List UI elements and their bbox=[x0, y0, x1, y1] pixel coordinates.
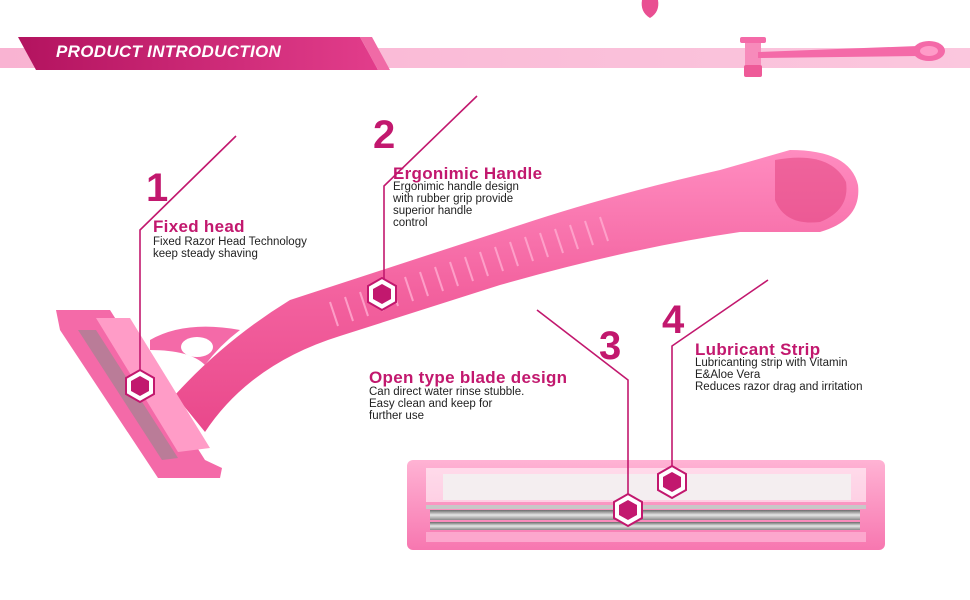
marker-3 bbox=[613, 492, 643, 528]
feature-3-description: Can direct water rinse stubble. Easy cle… bbox=[369, 386, 524, 422]
feature-4-line: Lubricanting strip with Vitamin bbox=[695, 357, 848, 369]
feature-1-title: Fixed head bbox=[153, 217, 245, 236]
feature-1-line: keep steady shaving bbox=[153, 248, 258, 260]
feature-2-title: Ergonimic Handle bbox=[393, 164, 543, 183]
callout-line-3 bbox=[536, 309, 629, 508]
grip-ridges bbox=[329, 216, 609, 327]
feature-3-title: Open type blade design bbox=[369, 368, 568, 387]
neck-gap bbox=[181, 337, 213, 357]
feature-2-line: Ergonimic handle design bbox=[393, 181, 519, 193]
callout-line-2 bbox=[383, 95, 478, 294]
handle-loop bbox=[775, 157, 847, 223]
feature-2-line: control bbox=[393, 217, 428, 229]
feature-4-line: Reduces razor drag and irritation bbox=[695, 381, 863, 393]
razor-icon bbox=[740, 37, 945, 77]
feature-4-number: 4 bbox=[662, 298, 685, 342]
cartridge-bottom bbox=[426, 532, 866, 542]
markers bbox=[125, 276, 687, 528]
callout-line-1 bbox=[139, 135, 237, 384]
lubricant-strip bbox=[443, 474, 851, 500]
feature-2-line: with rubber grip provide bbox=[393, 193, 514, 205]
marker-1 bbox=[125, 368, 155, 404]
feature-3-line: Easy clean and keep for bbox=[369, 398, 493, 410]
banner-tab bbox=[18, 37, 378, 70]
droplet-icon bbox=[641, 0, 659, 18]
callout-lines bbox=[139, 95, 769, 508]
feature-3-number: 3 bbox=[599, 324, 622, 368]
razor-handle bbox=[175, 150, 859, 432]
cartridge-closeup bbox=[407, 460, 885, 550]
blade-top bbox=[426, 505, 866, 509]
marker-4 bbox=[657, 464, 687, 500]
feature-2-number: 2 bbox=[373, 113, 396, 157]
marker-2 bbox=[367, 276, 397, 312]
feature-4-description: Lubricanting strip with Vitamin E&Aloe V… bbox=[695, 357, 862, 393]
banner-title: PRODUCT INTRODUCTION bbox=[56, 42, 282, 61]
banner bbox=[0, 0, 970, 77]
feature-3-line: Can direct water rinse stubble. bbox=[369, 386, 525, 398]
callout-line-4 bbox=[671, 279, 769, 480]
feature-1-number: 1 bbox=[146, 166, 169, 210]
feature-4-line: E&Aloe Vera bbox=[695, 369, 761, 381]
feature-1-description: Fixed Razor Head Technology keep steady … bbox=[153, 236, 307, 260]
blade-2 bbox=[430, 522, 860, 530]
feature-2-line: superior handle bbox=[393, 205, 473, 217]
feature-4-title: Lubricant Strip bbox=[695, 340, 821, 359]
blade-1 bbox=[430, 510, 860, 520]
feature-1-line: Fixed Razor Head Technology bbox=[153, 236, 307, 248]
feature-2-description: Ergonimic handle design with rubber grip… bbox=[393, 181, 519, 229]
feature-3-line: further use bbox=[369, 410, 424, 422]
banner-tab-accent bbox=[360, 37, 390, 70]
